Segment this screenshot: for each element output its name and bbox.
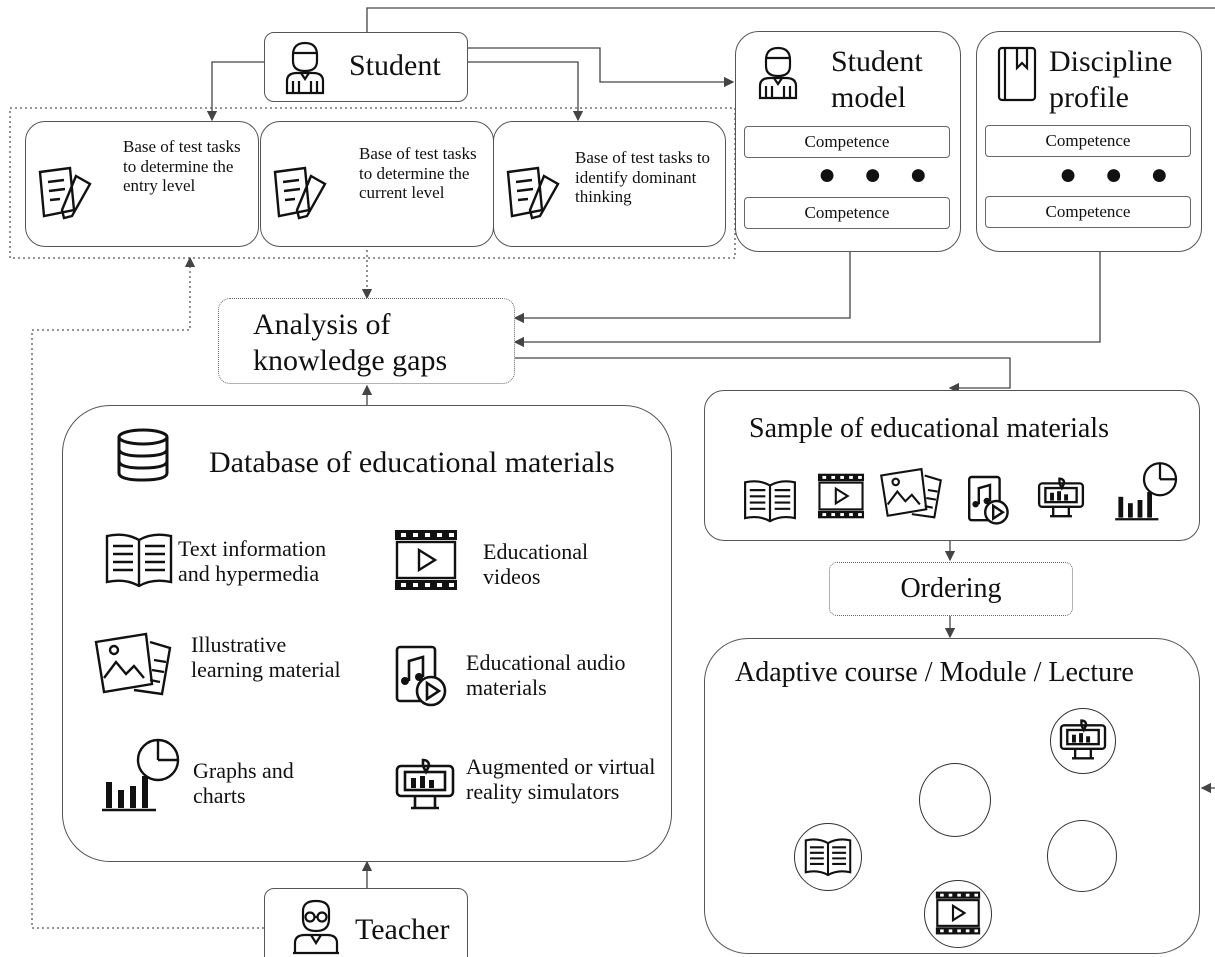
student-node: Student: [264, 32, 468, 102]
adaptive-title: Adaptive course / Module / Lecture: [735, 657, 1134, 688]
top-feedback-line: [366, 7, 1215, 32]
analysis-node: Analysis of knowledge gaps: [218, 298, 515, 384]
film-icon: [395, 530, 457, 590]
test-base-entry-text: Base of test tasks to determine the entr…: [123, 137, 241, 196]
student-to-model: [467, 47, 735, 88]
db-text-hypermedia: Text information and hypermedia: [178, 536, 327, 587]
discipline-profile-title: Discipline profile: [1049, 45, 1173, 114]
tree-node-vr: [1050, 708, 1116, 774]
audio-icon: [395, 645, 447, 707]
student-to-test3: [467, 61, 584, 122]
test-base-thinking: Base of test tasks to identify dominant …: [493, 121, 726, 247]
test-base-entry: Base of test tasks to determine the entr…: [25, 121, 259, 247]
student-label: Student: [349, 49, 441, 82]
student-model-node: Student model Competence ● ● ● Competenc…: [735, 31, 961, 252]
database-node: Database of educational materials: [62, 405, 672, 862]
test-pencil-icon: [506, 166, 560, 220]
teacher-to-tests: [31, 256, 264, 929]
db-graphs-charts: Graphs and charts: [193, 758, 294, 809]
database-title: Database of educational materials: [209, 446, 615, 479]
teacher-node: Teacher: [264, 888, 468, 957]
sample-title: Sample of educational materials: [749, 413, 1109, 444]
test-base-current-text: Base of test tasks to determine the curr…: [359, 144, 477, 203]
sample-illustration-icon: [880, 467, 942, 519]
teacher-label: Teacher: [355, 913, 450, 946]
sample-node: Sample of educational materials: [704, 390, 1200, 541]
sample-audio-icon: [968, 475, 1009, 525]
sample-vr-icon: [1037, 477, 1085, 518]
discipline-profile-node: Discipline profile Competence ● ● ● Comp…: [976, 31, 1202, 252]
profile-to-analysis: [513, 252, 1101, 348]
tree-node-empty-1: [919, 763, 991, 837]
sample-chart-icon: [1115, 462, 1178, 521]
student-icon: [285, 41, 325, 95]
book-icon: [997, 46, 1037, 102]
analysis-to-sample: [515, 357, 1011, 394]
tree-node-empty-2: [1047, 820, 1117, 892]
discipline-profile-competence-top: Competence: [985, 125, 1191, 157]
test-base-current: Base of test tasks to determine the curr…: [260, 121, 494, 247]
teacher-icon: [293, 899, 339, 955]
tree-node-video: [924, 880, 992, 948]
test-pencil-icon: [273, 166, 327, 220]
tree-film-icon: [935, 891, 981, 935]
student-to-test1: [206, 61, 264, 122]
tree-book-icon: [804, 838, 852, 877]
sample-film-icon: [817, 473, 865, 519]
illustration-icon: [94, 632, 172, 696]
student-model-ellipsis: ● ● ●: [818, 158, 938, 191]
tree-vr-icon: [1059, 719, 1107, 760]
open-book-icon: [105, 533, 173, 588]
vr-icon: [395, 758, 455, 810]
student-model-competence-bottom: Competence: [744, 197, 950, 229]
database-icon: [117, 428, 169, 482]
db-vr-simulators: Augmented or virtual reality simulators: [466, 754, 656, 805]
sample-book-icon: [744, 480, 796, 523]
discipline-profile-competence-bottom: Competence: [985, 196, 1191, 228]
student-model-competence-top: Competence: [744, 126, 950, 158]
test-pencil-icon: [38, 166, 92, 220]
ordering-node: Ordering: [829, 562, 1073, 616]
analysis-label: Analysis of knowledge gaps: [253, 308, 448, 377]
student-model-title: Student model: [831, 45, 923, 114]
ordering-label: Ordering: [900, 573, 1002, 604]
test-base-thinking-text: Base of test tasks to identify dominant …: [575, 148, 711, 207]
student-icon: [758, 46, 798, 100]
db-illustrative-material: Illustrative learning material: [191, 632, 341, 683]
tree-node-text: [794, 823, 862, 891]
model-to-analysis: [513, 252, 851, 324]
db-educational-videos: Educational videos: [483, 539, 589, 590]
discipline-profile-ellipsis: ● ● ●: [1059, 158, 1179, 191]
db-educational-audio: Educational audio materials: [466, 650, 626, 701]
chart-icon: [102, 738, 180, 812]
